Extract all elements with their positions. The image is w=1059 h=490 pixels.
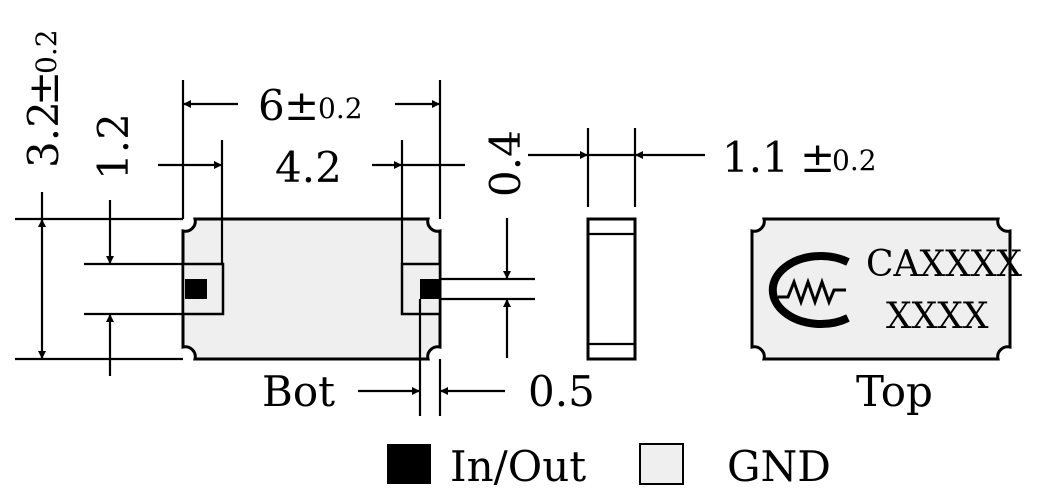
left-pad-terminal [185,279,207,299]
dim-length-tol-sign: ± [284,81,319,130]
dim-pad-gap: 4.2 [158,143,465,192]
dim-width-tol-sign: ± [19,71,68,106]
marking-line2: XXXX [886,296,989,337]
dim-pad-width-value: 0.5 [528,367,595,416]
manufacturer-logo-icon [768,252,850,328]
dim-width: 3.2 ± 0.2 [15,29,183,361]
dim-width-value: 3.2 [19,101,68,168]
dim-length-value: 6 [258,81,285,130]
dim-pad-edge-value: 0.4 [481,130,530,197]
bottom-view [181,140,442,361]
side-view [586,128,637,361]
dim-pad-gap-value: 4.2 [275,143,342,192]
right-pad-terminal [420,279,440,299]
legend-swatch-gnd [639,443,684,485]
dim-thickness-value: 1.1 [722,133,789,182]
dim-length: 6 ± 0.2 [181,80,442,219]
legend-swatch-inout [387,444,431,484]
top-view: CAXXXX XXXX [750,217,1022,361]
side-body-outline [586,217,637,361]
legend-label-gnd: GND [727,442,831,490]
top-view-label: Top [856,367,933,416]
marking-line1: CAXXXX [866,244,1022,285]
legend: In/Out GND [387,442,831,490]
dim-thickness: 1.1 ± 0.2 [528,133,877,182]
dim-pad-width: 0.5 [358,299,595,416]
dim-length-tol: 0.2 [318,92,363,125]
dim-width-tol: 0.2 [30,29,63,74]
dim-thickness-tol: 0.2 [832,144,877,177]
dim-thickness-tol-sign: ± [800,133,835,182]
bottom-view-label: Bot [262,367,335,416]
dim-pad-height-value: 1.2 [89,113,138,180]
legend-label-inout: In/Out [450,442,586,490]
dim-pad-height: 1.2 [84,113,183,376]
bottom-body-outline [181,217,442,361]
dim-pad-edge: 0.4 [440,130,535,358]
